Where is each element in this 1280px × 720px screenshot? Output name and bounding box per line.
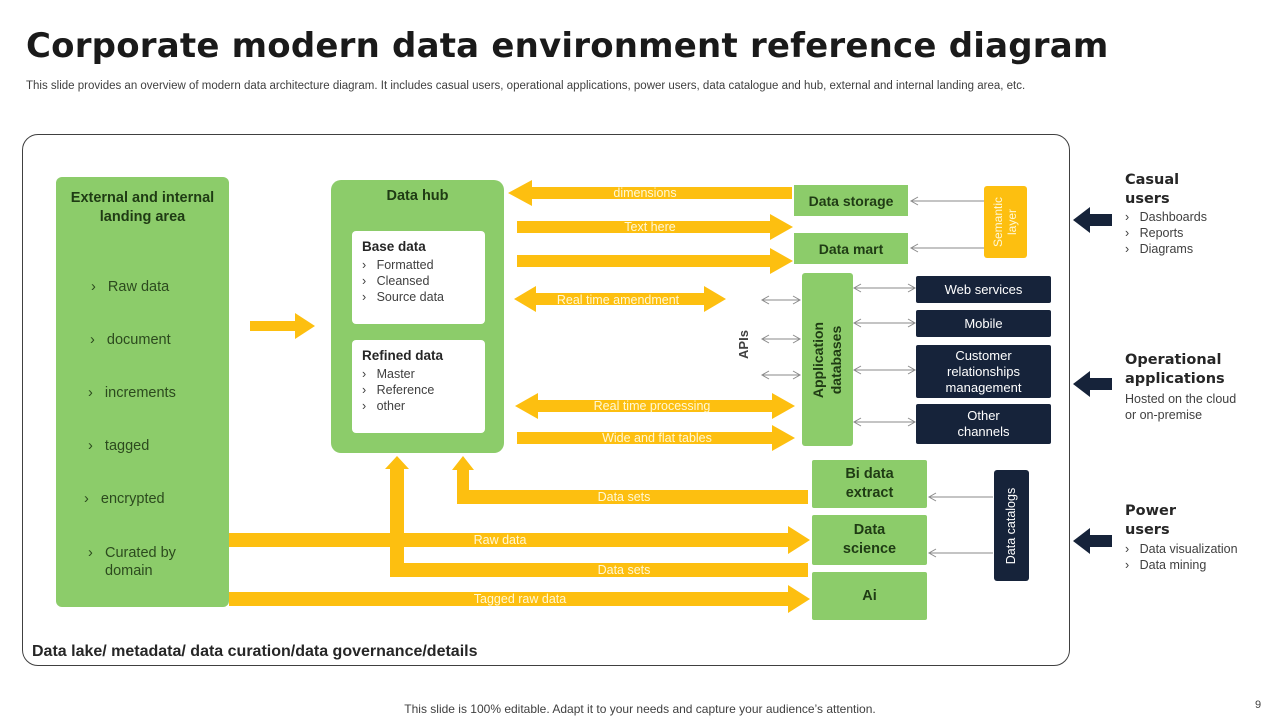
operational-apps-title: Operational applications (1125, 352, 1225, 387)
landing-item: › Raw data (91, 279, 170, 295)
application-databases-box: Application databases (802, 273, 853, 446)
data-science-box: Data science (812, 515, 927, 565)
ai-box: Ai (812, 572, 927, 620)
landing-item: ›Curated by domain (88, 545, 176, 579)
refined-data-card: Refined data › Master › Reference › othe… (352, 340, 485, 433)
base-data-item: › Formatted (362, 258, 434, 272)
operational-apps-desc: Hosted on the cloud or on-premise (1125, 392, 1237, 422)
landing-item: › tagged (88, 438, 150, 454)
casual-users-title: Casual users (1125, 172, 1180, 207)
raw-data-arrow (229, 526, 810, 554)
base-data-title: Base data (362, 239, 426, 254)
operational-apps-arrow (1073, 371, 1112, 397)
tagged-raw-data-arrow (229, 585, 810, 613)
data-catalogs-label: Data catalogs (1004, 487, 1019, 564)
base-data-item: › Cleansed (362, 274, 430, 288)
casual-users-arrow (1073, 207, 1112, 233)
semantic-layer-box: Semantic layer (984, 186, 1027, 258)
casual-users-item: › Reports (1125, 226, 1184, 240)
channel-crm: Customer relationships management (916, 345, 1051, 398)
page-number: 9 (1255, 699, 1262, 711)
text-here-label: Text here (624, 220, 676, 234)
landing-to-hub-arrow (250, 313, 315, 339)
data-sets-label: Data sets (597, 563, 651, 577)
base-data-card: Base data › Formatted › Cleansed › Sourc… (352, 231, 485, 324)
power-users-item: › Data visualization (1125, 542, 1238, 556)
base-data-item: › Source data (362, 290, 445, 304)
apis-label-wrap: APIs (732, 320, 754, 368)
real-time-amendment-arrow (514, 286, 726, 312)
channel-mobile: Mobile (916, 310, 1051, 337)
page-subtitle: This slide provides an overview of moder… (26, 80, 1026, 92)
power-users-arrow (1073, 528, 1112, 554)
real-time-processing-label: Real time processing (593, 399, 711, 413)
semantic-layer-label: Semantic layer (991, 196, 1020, 248)
refined-data-title: Refined data (362, 348, 444, 363)
real-time-amendment-label: Real time amendment (556, 293, 680, 307)
casual-users-item: › Diagrams (1125, 242, 1194, 256)
channel-web-services: Web services (916, 276, 1051, 303)
diagram-frame (22, 134, 1070, 666)
power-users-item: › Data mining (1125, 558, 1207, 572)
landing-item: › increments (88, 385, 176, 401)
data-sets-label: Data sets (597, 490, 651, 504)
refined-data-item: › Master (362, 367, 415, 381)
refined-data-item: › other (362, 399, 406, 413)
dimensions-label: dimensions (613, 186, 677, 200)
page-title: Corporate modern data environment refere… (26, 26, 1109, 66)
landing-item: › encrypted (84, 491, 165, 507)
footer-note: This slide is 100% editable. Adapt it to… (404, 702, 876, 716)
data-sets-up-arrow (385, 456, 808, 577)
data-hub-title: Data hub (386, 188, 449, 204)
data-mart-feed-arrow (517, 248, 793, 274)
dimensions-arrow (508, 180, 792, 206)
wide-flat-tables-label: Wide and flat tables (602, 431, 712, 445)
raw-data-label: Raw data (473, 533, 527, 547)
landing-area-title: External and internal landing area (70, 190, 215, 225)
data-sets-return-arrow (452, 456, 808, 504)
refined-data-item: › Reference (362, 383, 435, 397)
landing-item: › document (90, 332, 171, 348)
diagram-caption: Data lake/ metadata/ data curation/data … (32, 643, 478, 660)
application-databases-label: Application databases (810, 321, 845, 398)
tagged-raw-data-label: Tagged raw data (473, 592, 567, 606)
bi-data-extract-box: Bi data extract (812, 460, 927, 508)
casual-users-item: › Dashboards (1125, 210, 1207, 224)
landing-area: External and internal landing area › Raw… (56, 177, 229, 607)
data-catalogs-box: Data catalogs (994, 470, 1029, 581)
channel-other: Other channels (916, 404, 1051, 444)
power-users-title: Power users (1125, 503, 1176, 538)
text-here-arrow (517, 214, 793, 240)
data-mart-box: Data mart (794, 233, 908, 264)
real-time-processing-arrow (515, 393, 795, 419)
apis-label: APIs (735, 329, 751, 359)
data-storage-box: Data storage (794, 185, 908, 216)
data-hub: Data hub Base data › Formatted › Cleanse… (331, 180, 504, 453)
wide-flat-tables-arrow (517, 425, 795, 451)
